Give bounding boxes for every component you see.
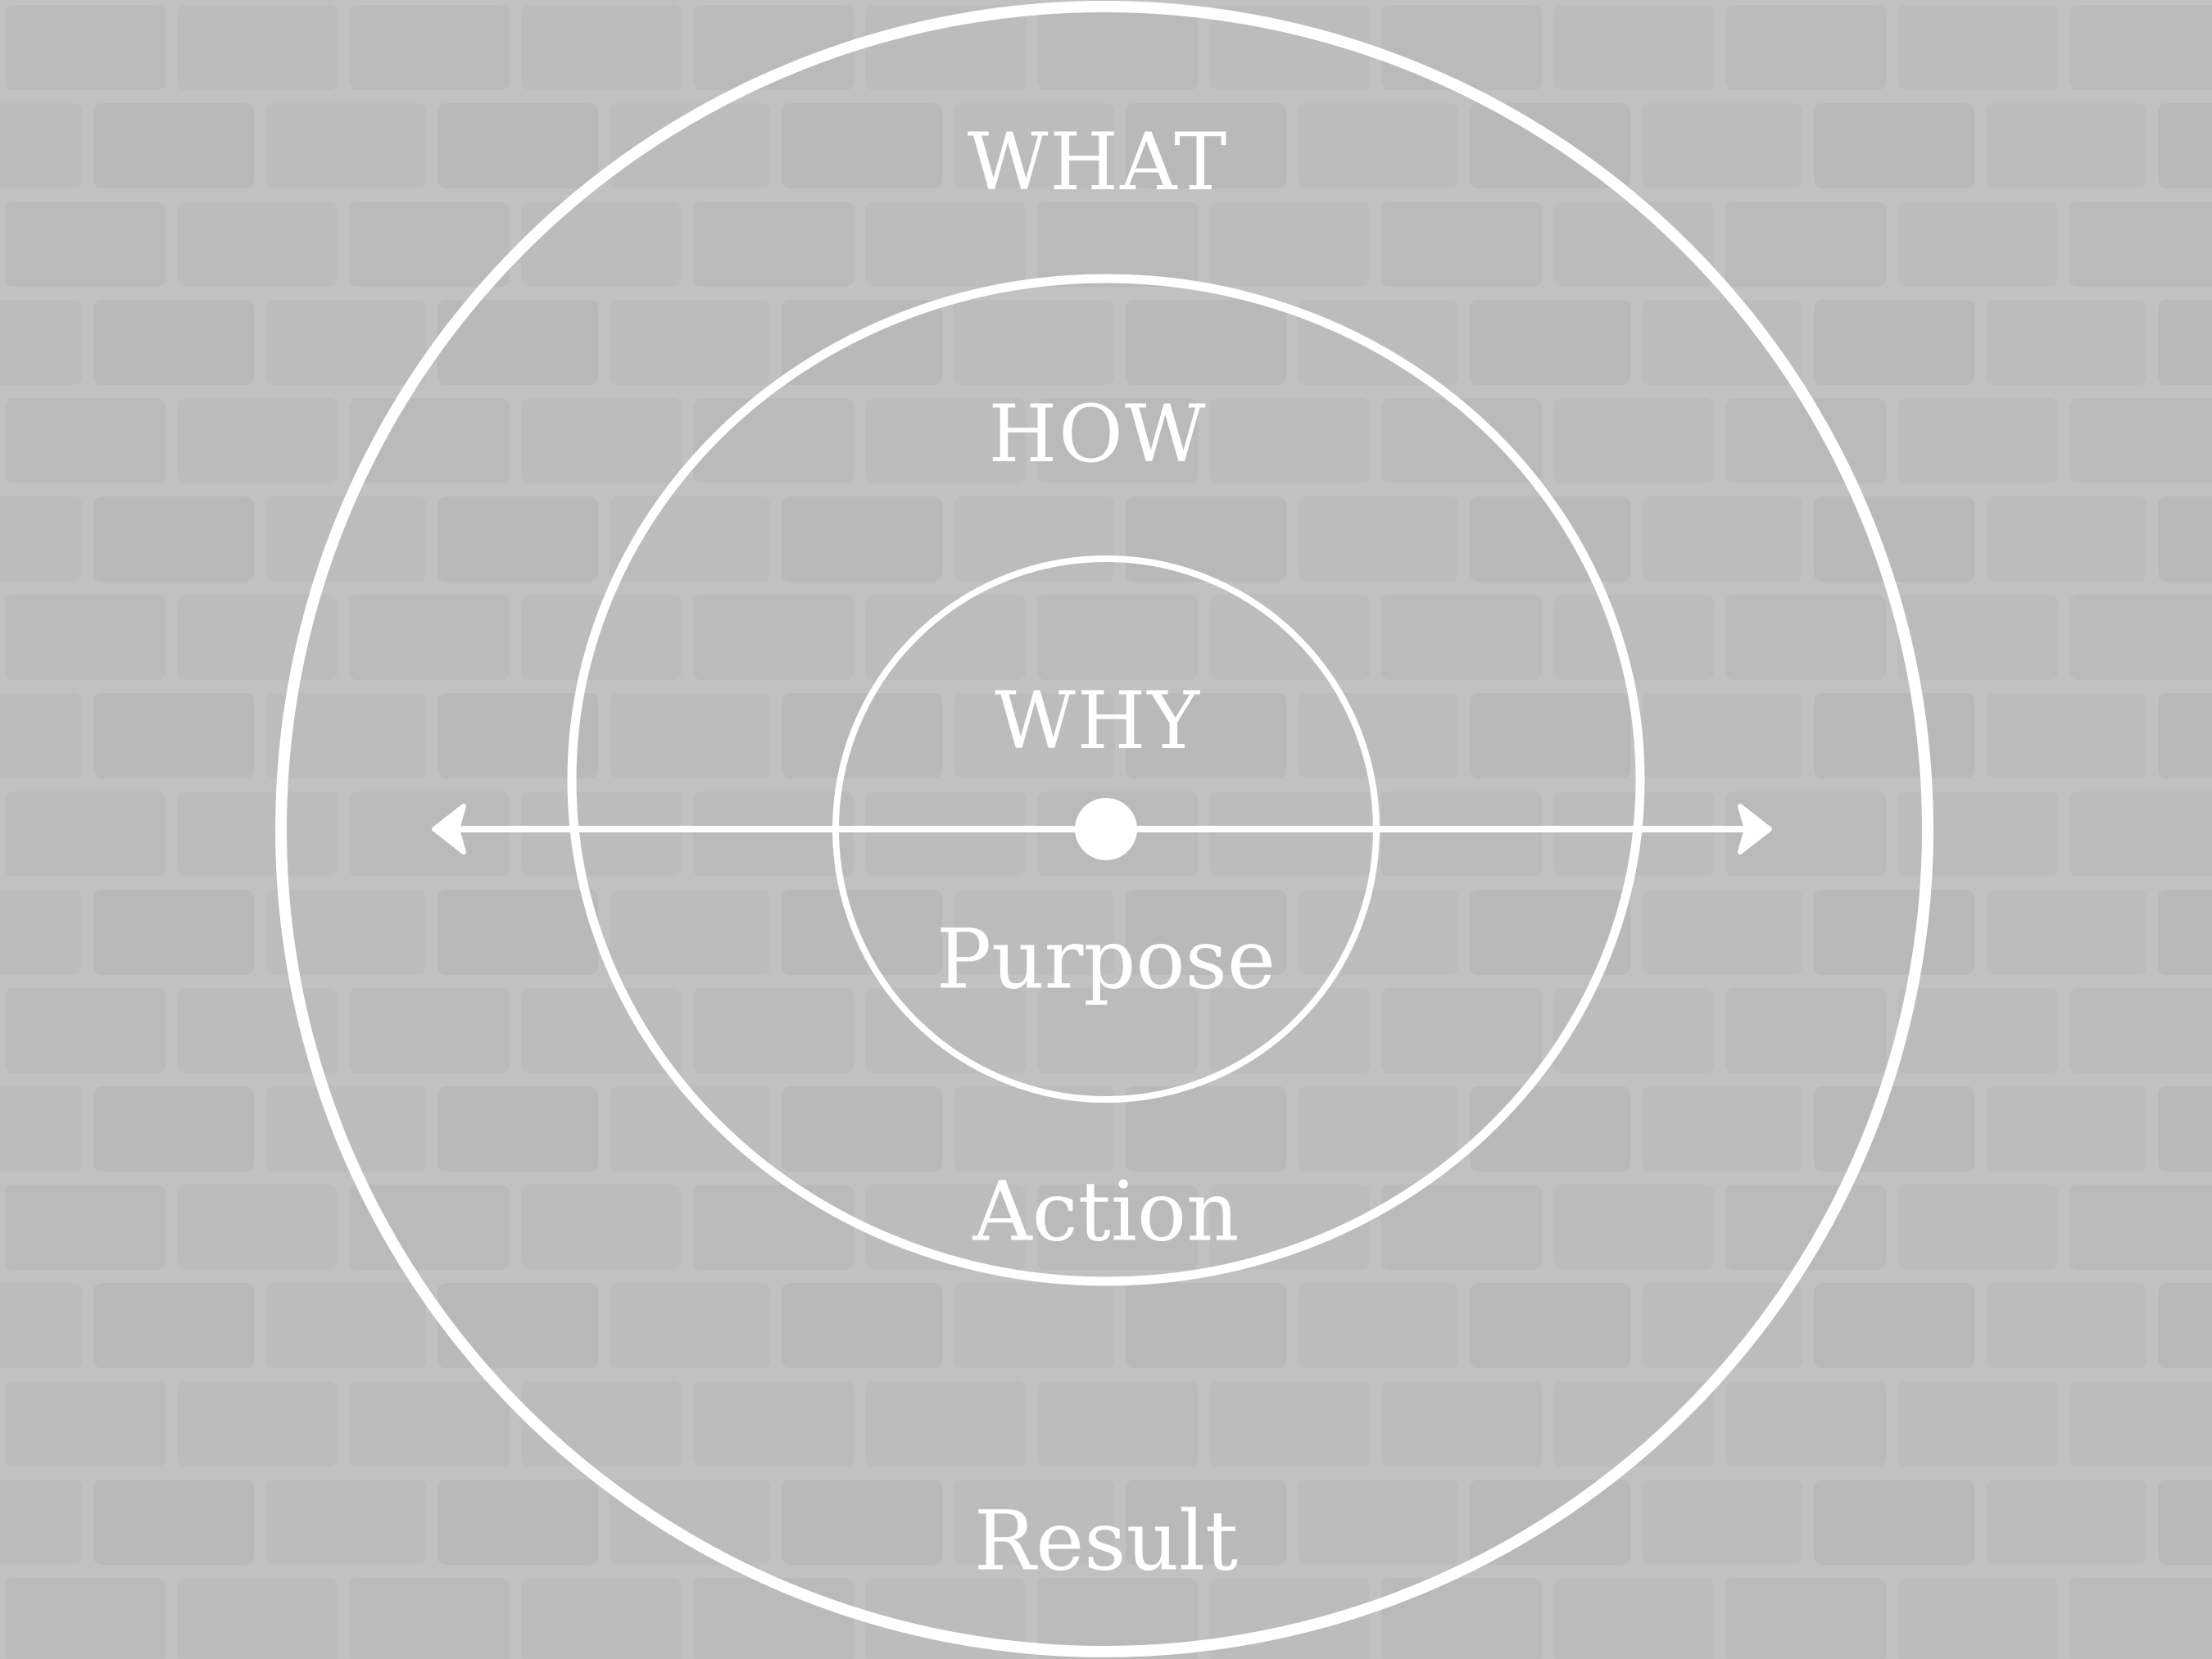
why-label: WHY <box>995 675 1201 767</box>
purpose-label: Purpose <box>936 912 1276 1008</box>
outer-circle <box>275 1 1933 1657</box>
left-arrowhead-icon <box>432 804 466 854</box>
middle-circle <box>567 274 1645 1286</box>
how-label: HOW <box>988 388 1207 480</box>
result-label: Result <box>974 1494 1238 1589</box>
right-arrowhead-icon <box>1738 804 1772 854</box>
center-dot <box>1075 798 1137 860</box>
what-label: WHAT <box>968 116 1229 208</box>
action-label: Action <box>972 1164 1240 1260</box>
horizontal-axis-arrow <box>432 798 1772 860</box>
